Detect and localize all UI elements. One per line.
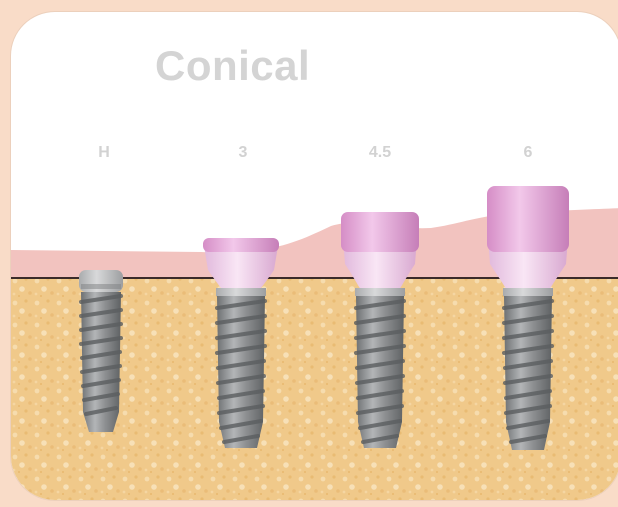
height-label-h: H — [74, 144, 134, 162]
height-label-3: 3 — [213, 144, 273, 162]
diagram-panel: Conical H 3 4.5 6 — [11, 12, 618, 500]
height-label-6: 6 — [498, 144, 558, 162]
implant-h — [79, 270, 123, 432]
height-label-4-5: 4.5 — [350, 144, 410, 162]
diagram-title: Conical — [155, 42, 310, 90]
implant-scene — [11, 12, 618, 500]
